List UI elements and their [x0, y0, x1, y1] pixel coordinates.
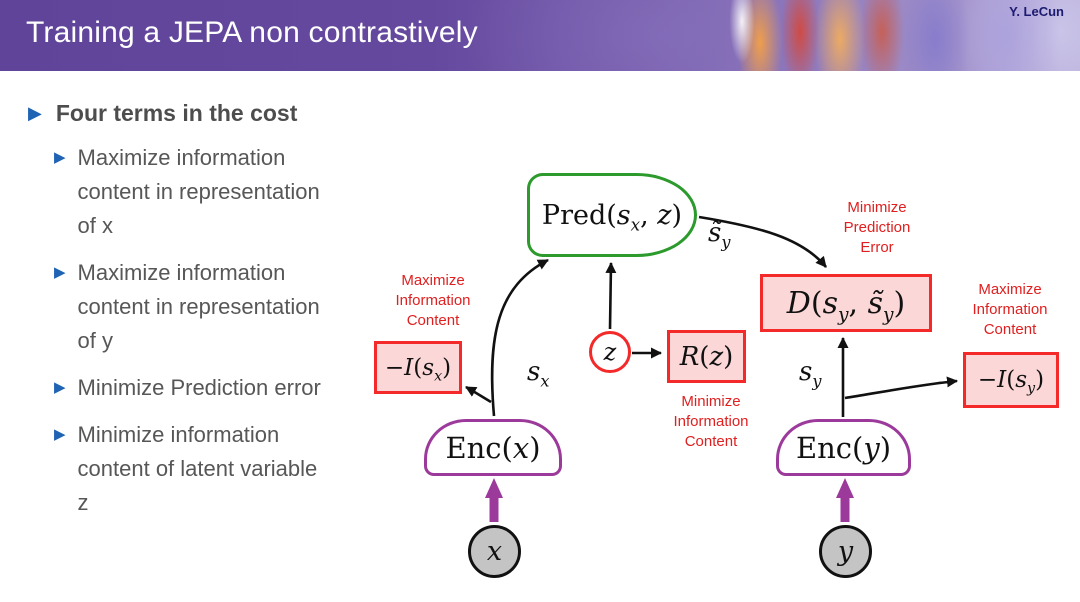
annotation-minimize-prediction-error: Minimize Prediction Error — [843, 199, 911, 256]
encoder-x-label: Enc(x) — [445, 430, 541, 465]
bullet-triangle-icon: ▶ — [54, 379, 66, 396]
arrow-sy-to-isy — [844, 376, 958, 400]
encoder-y-label: Enc(y) — [795, 430, 892, 465]
arrow-sx-to-isx — [465, 385, 492, 404]
prediction-error-node: D(sy, s̃y) — [760, 274, 932, 332]
info-cost-y-node: −I(sy) — [963, 352, 1059, 408]
s-tilde-y-label: s̃y — [708, 218, 731, 252]
bullet-item: ▶ Minimize information content of latent… — [54, 418, 368, 520]
bullet-heading-row: ▶ Four terms in the cost — [28, 98, 368, 128]
arrow-encx-to-pred — [490, 258, 549, 417]
annotation-maximize-info-y: Maximize Information Content — [972, 281, 1048, 338]
info-cost-x-node: −I(sx) — [374, 341, 462, 394]
encoder-y-node: Enc(y) — [776, 419, 911, 476]
bullet-text: Minimize Prediction error — [77, 375, 321, 400]
latent-z-label: z — [603, 338, 617, 366]
latent-z-node: z — [589, 331, 631, 373]
input-x-label: x — [486, 536, 503, 567]
bullet-items: ▶ Maximize information content in repres… — [28, 141, 368, 520]
bullet-triangle-icon: ▶ — [54, 264, 66, 281]
latent-regularizer-node: R(z) — [667, 330, 746, 383]
bullet-triangle-icon: ▶ — [54, 149, 66, 166]
sy-label: sy — [799, 357, 822, 391]
prediction-error-label: D(sy, s̃y) — [786, 285, 906, 325]
bullet-triangle-icon: ▶ — [28, 103, 42, 123]
annotation-minimize-info-z: Minimize Information Content — [673, 393, 749, 450]
pred-label: Pred(sx, z) — [541, 199, 683, 235]
sx-label: sx — [527, 357, 550, 391]
bullet-text: Minimize information content of latent v… — [77, 422, 318, 515]
bullet-heading: Four terms in the cost — [55, 100, 298, 126]
bullet-triangle-icon: ▶ — [54, 426, 66, 443]
annotation-maximize-info-x: Maximize Information Content — [395, 272, 471, 329]
arrow-z-to-pred — [605, 262, 617, 330]
bullet-item: ▶ Minimize Prediction error — [54, 371, 368, 405]
bullet-text: Maximize information content in represen… — [77, 260, 320, 353]
pred-node: Pred(sx, z) — [527, 173, 697, 257]
info-cost-y-label: −I(sy) — [977, 367, 1045, 397]
input-x-node: x — [468, 525, 521, 578]
input-y-node: y — [819, 525, 872, 578]
bullet-item: ▶ Maximize information content in repres… — [54, 141, 368, 243]
bullet-text: Maximize information content in represen… — [77, 145, 320, 238]
latent-regularizer-label: R(z) — [679, 341, 734, 372]
encoder-x-node: Enc(x) — [424, 419, 562, 476]
input-y-label: y — [837, 536, 854, 567]
bullet-item: ▶ Maximize information content in repres… — [54, 256, 368, 358]
author-credit: Y. LeCun — [1009, 4, 1064, 19]
arrow-pred-to-d — [698, 215, 828, 268]
slide-title: Training a JEPA non contrastively — [26, 16, 478, 49]
info-cost-x-label: −I(sx) — [384, 354, 452, 385]
bullet-list: ▶ Four terms in the cost ▶ Maximize info… — [28, 98, 368, 533]
header-banner: Training a JEPA non contrastively Y. LeC… — [0, 0, 1080, 71]
